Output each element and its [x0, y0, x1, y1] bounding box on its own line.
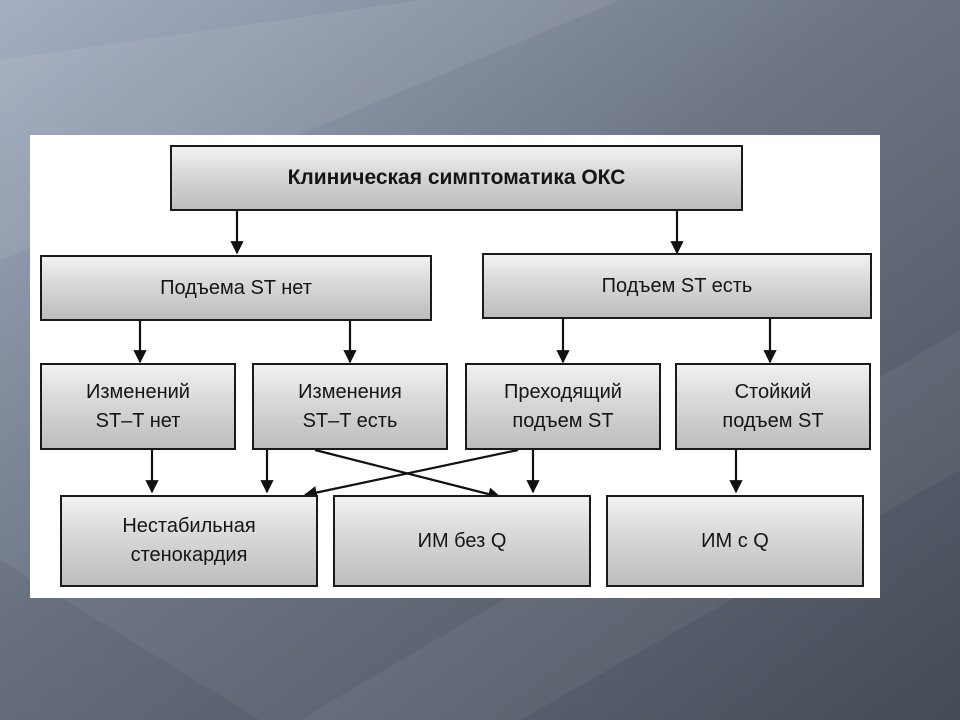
- node-mi-with-q: ИМ с Q: [606, 495, 864, 587]
- node-clinical-symptoms: Клиническая симптоматика ОКС: [170, 145, 743, 211]
- node-mi-without-q: ИМ без Q: [333, 495, 591, 587]
- flowchart-panel: Клиническая симптоматика ОКС Подъема ST …: [30, 135, 880, 598]
- connector-layer: [133, 211, 777, 501]
- node-st-t-changes: Изменения ST–T есть: [252, 363, 448, 450]
- node-no-st-elevation: Подъема ST нет: [40, 255, 432, 321]
- node-transient-st: Преходящий подъем ST: [465, 363, 661, 450]
- node-persistent-st: Стойкий подъем ST: [675, 363, 871, 450]
- node-no-st-t-changes: Изменений ST–T нет: [40, 363, 236, 450]
- node-unstable-angina: Нестабильная стенокардия: [60, 495, 318, 587]
- node-st-elevation: Подъем ST есть: [482, 253, 872, 319]
- arrow-c-cross-to-angina: [303, 448, 519, 500]
